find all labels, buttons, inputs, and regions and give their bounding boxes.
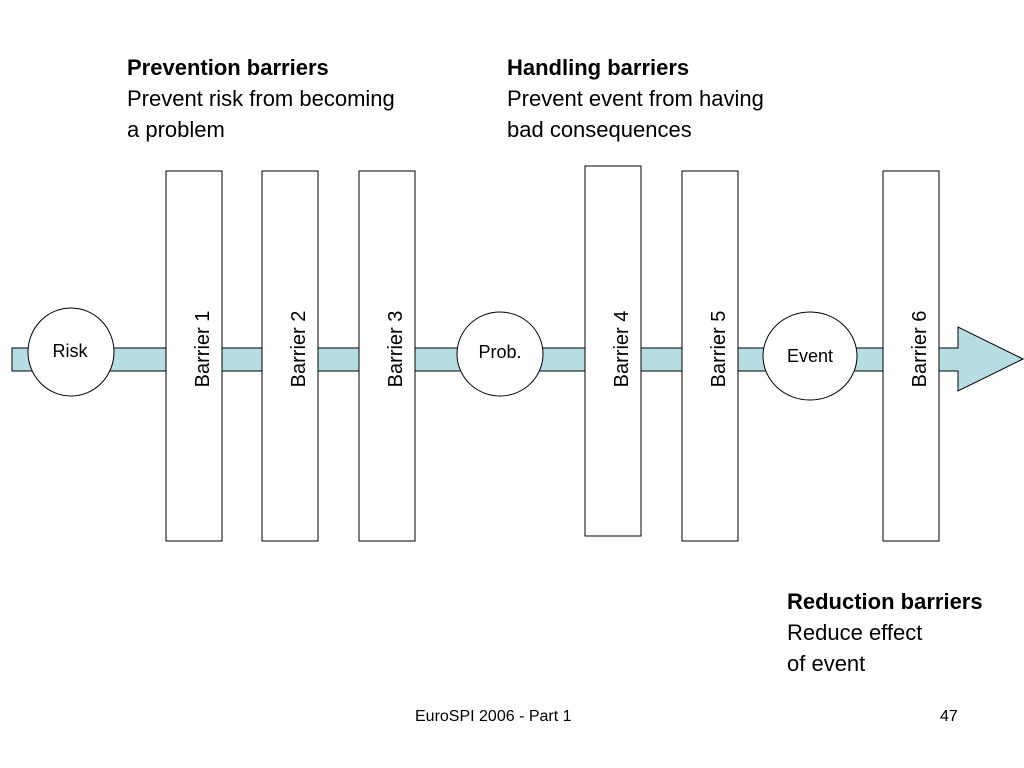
barrier-3-box <box>358 170 416 542</box>
footer-text: EuroSPI 2006 - Part 1 <box>415 708 572 725</box>
handling-barriers-line-1: Prevent event from having <box>507 86 764 111</box>
state-risk-label: Risk <box>53 341 89 361</box>
page-number: 47 <box>940 708 958 725</box>
state-risk-circle <box>27 307 115 397</box>
barrier-2-box <box>261 170 319 542</box>
state-prob-label: Prob. <box>478 342 521 362</box>
barrier-3: Barrier 3 <box>358 170 416 542</box>
reduction-barriers-heading: Reduction barriers <box>787 589 983 614</box>
barrier-2-label: Barrier 2 <box>288 311 310 388</box>
reduction-barriers-line-2: of event <box>787 651 866 676</box>
handling-barriers-annotation: Handling barriers Prevent event from hav… <box>507 52 764 145</box>
state-event-circle <box>762 311 858 401</box>
prevention-barriers-line-2: a problem <box>127 117 225 142</box>
state-risk: Risk <box>27 307 115 397</box>
barrier-1: Barrier 1 <box>165 170 223 542</box>
state-event-label: Event <box>787 346 833 366</box>
prevention-barriers-line-1: Prevent risk from becoming <box>127 86 395 111</box>
barrier-1-box <box>165 170 223 542</box>
barrier-5-label: Barrier 5 <box>708 311 730 388</box>
handling-barriers-heading: Handling barriers <box>507 55 690 80</box>
state-prob-circle <box>456 311 544 397</box>
state-prob: Prob. <box>456 311 544 397</box>
barrier-5: Barrier 5 <box>681 170 739 542</box>
barrier-4: Barrier 4 <box>584 165 642 537</box>
reduction-barriers-line-1: Reduce effect <box>787 620 923 645</box>
barrier-1-label: Barrier 1 <box>192 311 214 388</box>
barrier-4-box <box>584 165 642 537</box>
barrier-6-box <box>882 170 940 542</box>
barrier-4-label: Barrier 4 <box>611 311 633 388</box>
handling-barriers-line-2: bad consequences <box>507 117 692 142</box>
barrier-2: Barrier 2 <box>261 170 319 542</box>
reduction-barriers-annotation: Reduction barriers Reduce effect of even… <box>787 586 983 679</box>
barrier-3-label: Barrier 3 <box>385 311 407 388</box>
barrier-6: Barrier 6 <box>882 170 940 542</box>
barrier-6-label: Barrier 6 <box>909 311 931 388</box>
prevention-barriers-heading: Prevention barriers <box>127 55 329 80</box>
prevention-barriers-annotation: Prevention barriers Prevent risk from be… <box>127 52 395 145</box>
state-event: Event <box>762 311 858 401</box>
barrier-5-box <box>681 170 739 542</box>
